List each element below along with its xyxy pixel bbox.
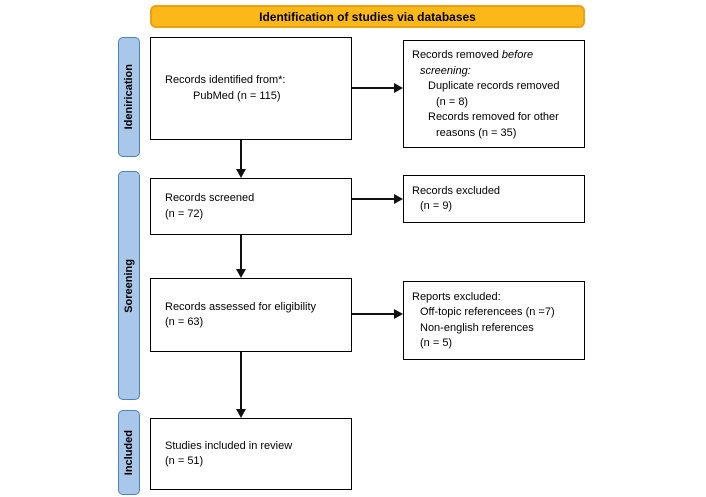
records-identified-line2: PubMed (n = 115) [193, 89, 281, 102]
arrow-screened-to-assessed-shaft [240, 235, 242, 270]
arrow-identified-to-removed-shaft [352, 87, 395, 89]
studies-included-line1: Studies included in review [165, 439, 293, 452]
arrow-screened-to-excluded-shaft [352, 198, 395, 200]
stage-bar-identification: Idenirication [118, 37, 140, 157]
stage-bar-included: Included [118, 410, 140, 495]
reports-excluded-line2: Off-topic referencees (n =7) [420, 306, 555, 318]
banner-identification-via-databases: Identification of studies via databases [150, 5, 585, 28]
arrow-down-icon [236, 409, 246, 418]
arrow-assessed-to-reports-shaft [352, 313, 395, 315]
box-records-assessed: Records assessed for eligibility (n = 63… [150, 278, 352, 352]
records-removed-line5: Records removed for other [428, 111, 559, 123]
arrow-identified-to-screened-shaft [240, 140, 242, 171]
records-removed-line1-italic: before [501, 49, 534, 61]
records-removed-line1-normal: Records removed [412, 49, 499, 61]
arrow-right-icon [394, 194, 403, 204]
records-screened-line2: (n = 72) [165, 207, 204, 220]
reports-excluded-line1: Reports excluded: [412, 290, 501, 303]
arrow-down-icon [236, 169, 246, 178]
records-removed-line3: Duplicate records removed [428, 80, 560, 92]
stage-bar-screening: Soreening [118, 171, 140, 400]
records-removed-line6: reasons (n = 35) [436, 126, 517, 139]
stage-label-identification: Idenirication [123, 64, 135, 130]
reports-excluded-line4: (n = 5) [420, 337, 453, 349]
box-records-excluded: Records excluded (n = 9) [403, 175, 585, 223]
records-removed-line2: screening: [412, 64, 580, 80]
records-assessed-line2: (n = 63) [165, 316, 204, 328]
reports-excluded-line3: Non-english references [420, 321, 534, 334]
box-records-identified: Records identified from*: PubMed (n = 11… [150, 37, 352, 140]
records-excluded-line1: Records excluded [412, 184, 501, 197]
studies-included-line2: (n = 51) [165, 455, 204, 467]
arrow-assessed-to-included-shaft [240, 352, 242, 410]
records-assessed-line1: Records assessed for eligibility [165, 300, 317, 313]
box-records-screened: Records screened (n = 72) [150, 178, 352, 235]
records-removed-line4: (n = 8) [436, 95, 469, 108]
arrow-down-icon [236, 269, 246, 278]
banner-label: Identification of studies via databases [259, 9, 476, 24]
arrow-right-icon [394, 83, 403, 93]
records-excluded-line2: (n = 9) [420, 200, 453, 212]
arrow-right-icon [394, 309, 403, 319]
records-screened-line1: Records screened [165, 192, 255, 204]
stage-label-screening: Soreening [123, 258, 135, 313]
records-identified-line1: Records identified from*: [165, 74, 286, 86]
box-reports-excluded: Reports excluded: Off-topic referencees … [403, 281, 585, 360]
box-studies-included: Studies included in review (n = 51) [150, 418, 352, 490]
stage-label-included: Included [123, 429, 135, 476]
records-removed-line2-italic: screening: [420, 64, 471, 77]
